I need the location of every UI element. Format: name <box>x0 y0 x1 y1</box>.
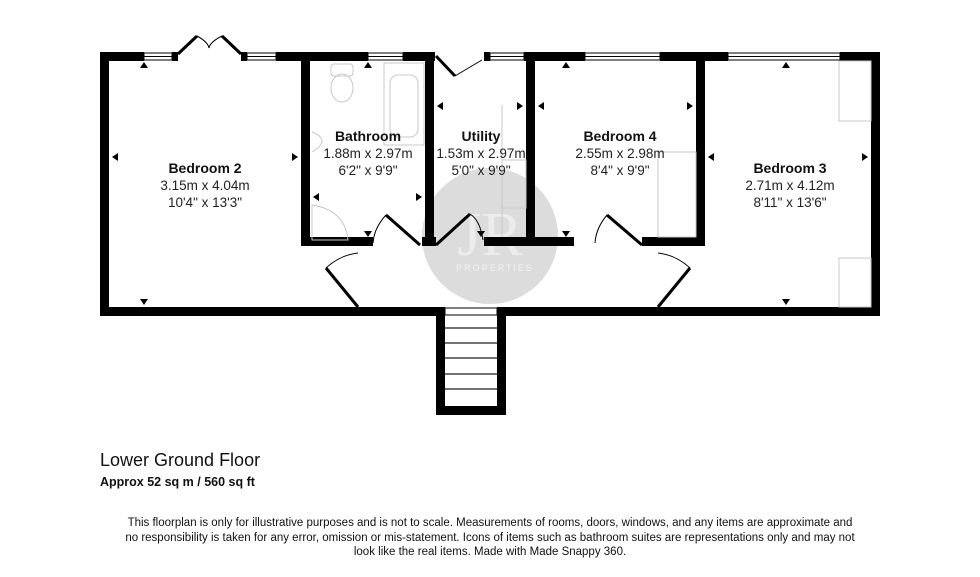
dimension-markers <box>112 62 868 305</box>
room-utility: Utility 1.53m x 2.97m 5'0" x 9'9" <box>433 128 529 179</box>
room-name: Bedroom 4 <box>583 128 657 144</box>
room-imperial-size: 8'4" x 9'9" <box>590 163 650 178</box>
watermark-logo: JR <box>422 168 558 304</box>
room-metric-size: 2.71m x 4.12m <box>745 178 835 193</box>
room-name: Bedroom 3 <box>753 160 827 176</box>
windows <box>143 52 841 316</box>
room-name: Utility <box>461 128 501 144</box>
room-bedroom-2: Bedroom 2 3.15m x 4.04m 10'4" x 13'3" <box>120 160 290 211</box>
room-metric-size: 2.55m x 2.98m <box>575 146 665 161</box>
toilet-icon <box>330 63 354 77</box>
room-imperial-size: 5'0" x 9'9" <box>451 163 511 178</box>
room-name: Bedroom 2 <box>168 160 242 176</box>
room-imperial-size: 8'11" x 13'6" <box>753 195 827 210</box>
wardrobe-icon <box>838 257 872 308</box>
floor-title: Lower Ground Floor <box>100 450 261 470</box>
room-name: Bathroom <box>334 128 402 144</box>
basin-icon <box>311 131 323 153</box>
watermark-text: PROPERTIES <box>456 263 534 273</box>
room-bedroom-3: Bedroom 3 2.71m x 4.12m 8'11" x 13'6" <box>710 160 870 211</box>
walls <box>100 52 880 415</box>
svg-text:JR: JR <box>457 201 523 269</box>
disclaimer-text: This floorplan is only for illustrative … <box>125 517 855 558</box>
room-bathroom: Bathroom 1.88m x 2.97m 6'2" x 9'9" <box>312 128 424 179</box>
room-metric-size: 1.88m x 2.97m <box>323 146 413 161</box>
fixtures <box>311 60 872 308</box>
staircase <box>445 327 497 390</box>
floor-area: Approx 52 sq m / 560 sq ft <box>100 475 255 489</box>
doors <box>176 34 692 308</box>
room-imperial-size: 10'4" x 13'3" <box>167 195 243 210</box>
room-metric-size: 3.15m x 4.04m <box>160 178 250 193</box>
wardrobe-icon <box>657 151 697 238</box>
room-imperial-size: 6'2" x 9'9" <box>338 163 398 178</box>
wardrobe-icon <box>838 60 872 122</box>
room-bedroom-4: Bedroom 4 2.55m x 2.98m 8'4" x 9'9" <box>545 128 695 179</box>
room-metric-size: 1.53m x 2.97m <box>436 146 526 161</box>
shower-icon <box>311 204 349 241</box>
bath-icon <box>383 62 425 146</box>
